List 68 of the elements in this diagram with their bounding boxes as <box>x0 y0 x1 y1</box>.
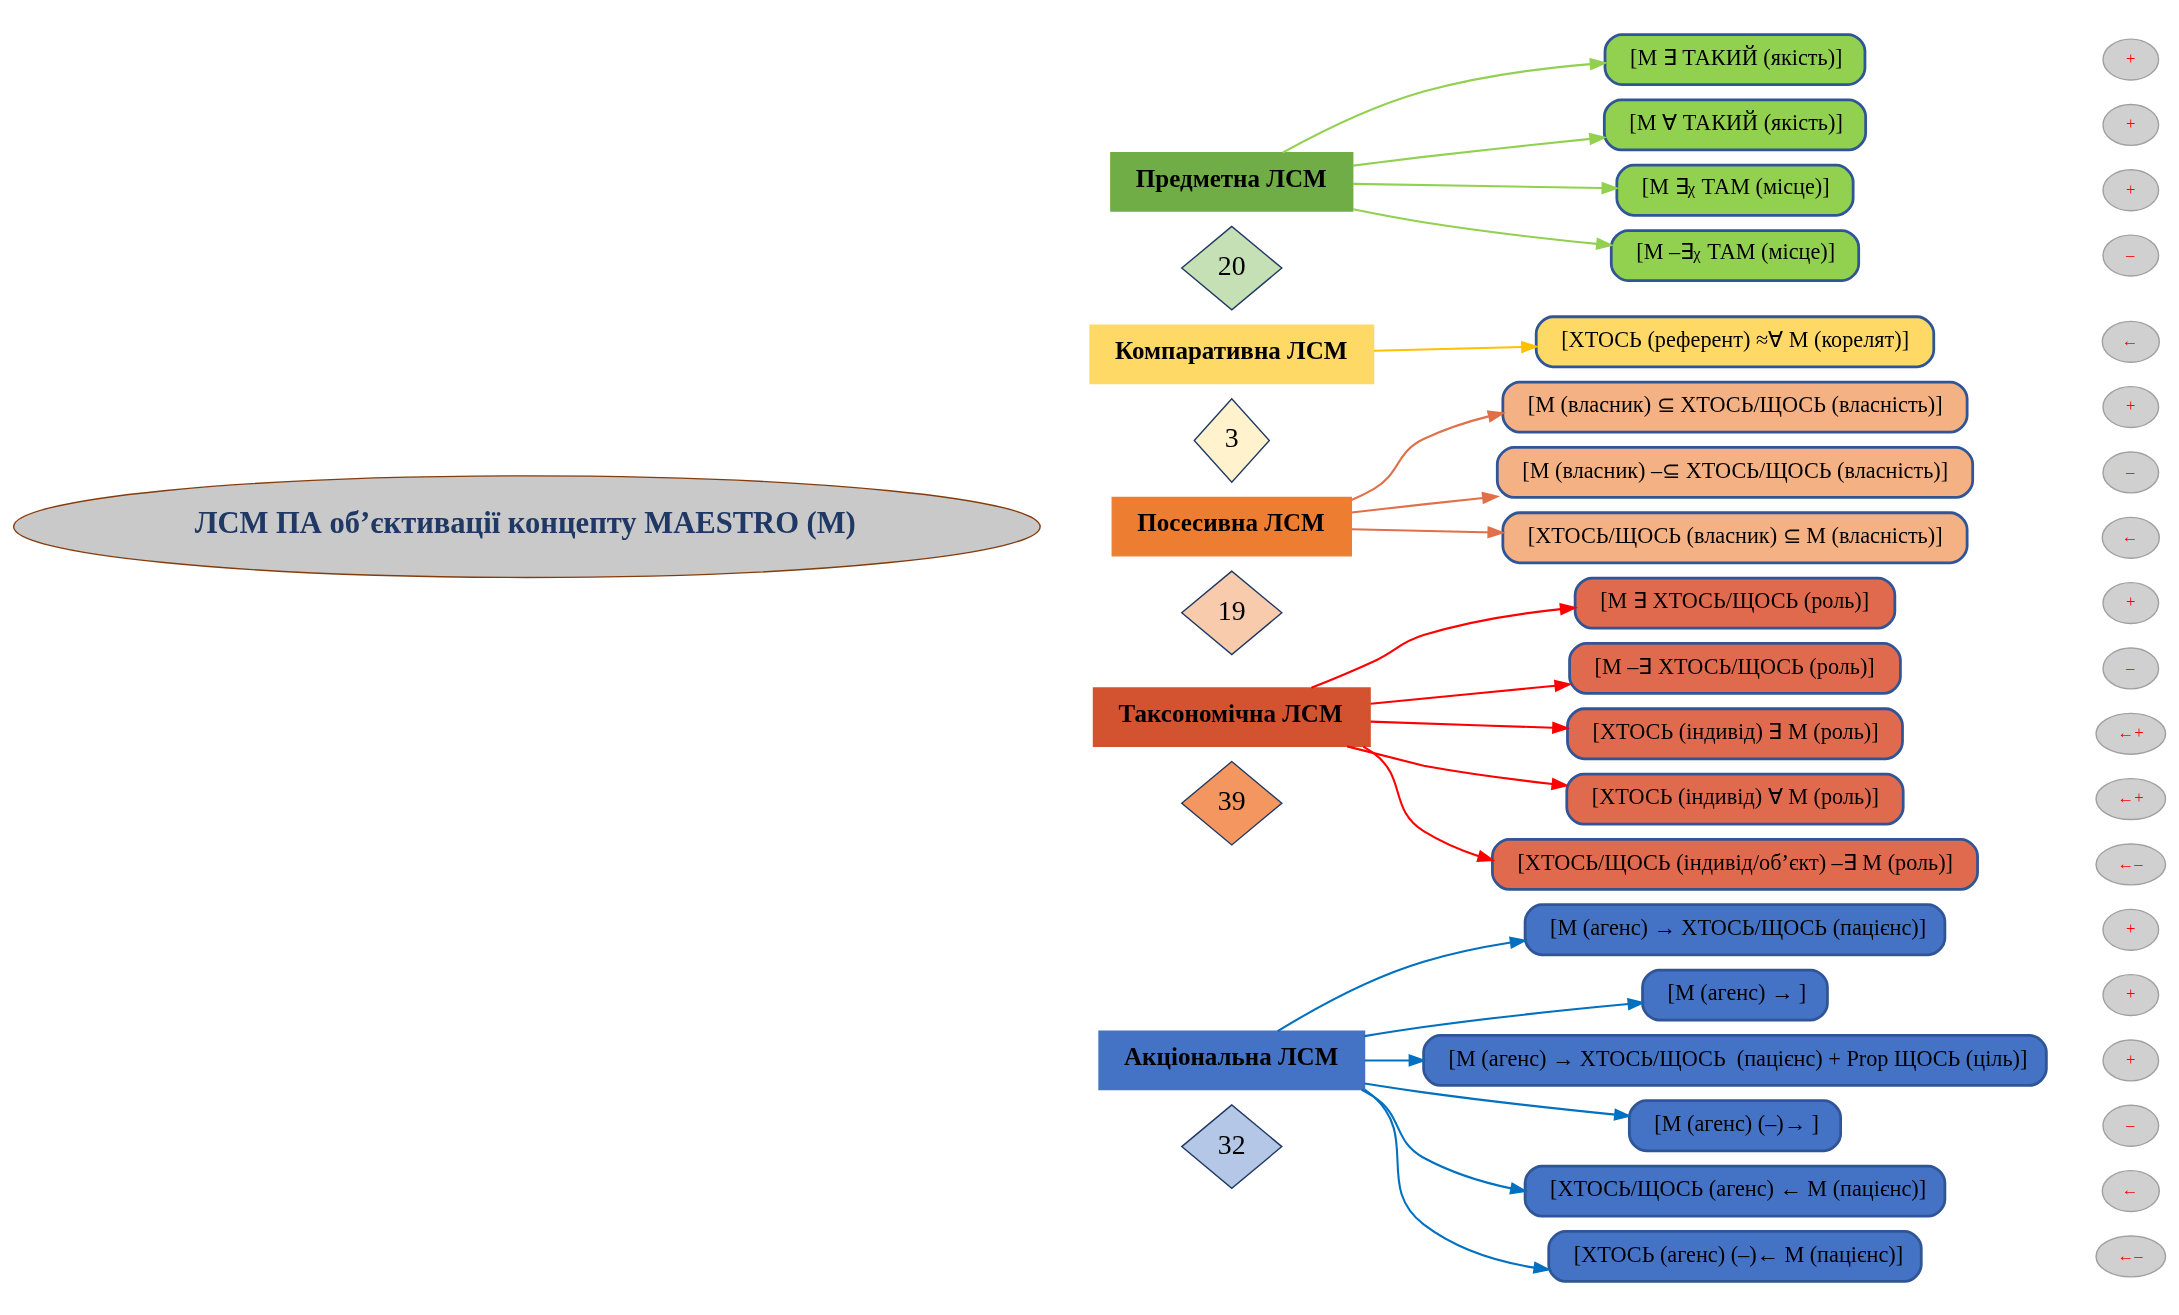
arrow <box>1364 1053 1427 1067</box>
node-box: [ХТОСЬ (індивід) ∃ M (роль)] <box>1566 706 1904 760</box>
node-ellipse: – <box>2102 1104 2160 1147</box>
node-ellipse: ←+ <box>2095 712 2167 755</box>
node-box: [ХТОСЬ (індивід) ∀ M (роль)] <box>1565 772 1905 825</box>
node-ellipse: – <box>2102 233 2160 277</box>
node-ellipse: ← <box>2101 1169 2160 1212</box>
node-box: [ХТОСЬ/ЩОСЬ (агенс) ← M (пацієнс)] <box>1523 1164 1947 1217</box>
node-ellipse: + <box>2102 168 2160 211</box>
arrow <box>1351 491 1501 514</box>
arrow <box>1346 744 1570 790</box>
node-box: [ХТОСЬ/ЩОСЬ (власник) ⊆ M (власність)] <box>1501 510 1969 564</box>
node-box: [ХТОСЬ/ЩОСЬ (індивід/об’єкт) –∃ M (роль)] <box>1491 837 1979 891</box>
node-box: [M (агенс) (–)→ ] <box>1627 1098 1843 1152</box>
node-ellipse: + <box>2102 1038 2160 1082</box>
node-ellipse: + <box>2102 103 2160 146</box>
node-box: [M –∃ ХТОСЬ/ЩОСЬ (роль)] <box>1568 641 1902 695</box>
node-box: Акціональна ЛСМ <box>1098 1030 1366 1090</box>
node-diamond: 32 <box>1180 1103 1283 1189</box>
node-box: [M ∃ ТАКИЙ (якість)] <box>1603 32 1867 86</box>
node-box: [M ∃χ ТАМ (місце)] <box>1615 163 1855 217</box>
arrow <box>1361 1088 1529 1194</box>
arrow <box>1353 181 1620 194</box>
node-box: [M (агенс) → ] <box>1641 968 1829 1021</box>
arrow <box>1364 997 1646 1037</box>
node-box: [M (агенс) → ХТОСЬ/ЩОСЬ (пацієнс) + Prop ЩОСЬ (ціль)] <box>1422 1033 2048 1087</box>
node-box: [ХТОСЬ (агенс) (–)← M (пацієнс)] <box>1547 1229 1923 1283</box>
arrow <box>1311 602 1578 689</box>
node-diamond: 20 <box>1180 225 1283 311</box>
arrow <box>1370 679 1573 705</box>
arrow <box>1364 1088 1552 1274</box>
arrow <box>1362 745 1496 862</box>
node-box: [M –∃χ ТАМ (місце)] <box>1609 228 1861 282</box>
node-ellipse: + <box>2102 581 2160 624</box>
node-diamond: 19 <box>1180 569 1283 655</box>
node-box: Предметна ЛСМ <box>1110 151 1354 212</box>
node-box: [ХТОСЬ (референт) ≈∀ M (корелят)] <box>1534 314 1936 368</box>
node-box: [M (власник) ⊆ ХТОСЬ/ЩОСЬ (власність)] <box>1501 380 1969 433</box>
node-ellipse: + <box>2102 385 2160 428</box>
node-box: Таксономічна ЛСМ <box>1092 686 1371 747</box>
node-ellipse: ← <box>2101 320 2160 363</box>
node-ellipse: – <box>2102 450 2160 494</box>
node-box: Посесивна ЛСМ <box>1111 496 1353 557</box>
node-ellipse: ← <box>2101 516 2160 559</box>
arrow <box>1277 935 1528 1032</box>
node-ellipse: + <box>2102 37 2160 81</box>
arrow <box>1353 207 1615 250</box>
arrow <box>1373 340 1540 353</box>
node-diamond: 3 <box>1193 397 1271 483</box>
node-box: Компаративна ЛСМ <box>1089 323 1375 384</box>
node-ellipse: ЛСМ ПА об’єктивації концепту MAESTRO (M) <box>12 474 1041 578</box>
arrow <box>1351 525 1506 539</box>
node-ellipse: ←– <box>2095 1234 2167 1278</box>
node-box: [M (власник) –⊆ ХТОСЬ/ЩОСЬ (власність)] <box>1495 445 1975 499</box>
arrow <box>1352 132 1608 167</box>
node-ellipse: ←+ <box>2095 777 2167 820</box>
arrow <box>1351 409 1506 501</box>
node-box: [M ∀ ТАКИЙ (якість)] <box>1602 98 1868 151</box>
node-ellipse: + <box>2102 908 2160 951</box>
arrow <box>1370 720 1571 734</box>
node-ellipse: – <box>2102 646 2160 690</box>
node-ellipse: + <box>2102 973 2160 1016</box>
arrow <box>1282 57 1608 154</box>
node-box: [M ∃ ХТОСЬ/ЩОСЬ (роль)] <box>1573 576 1897 629</box>
node-box: [M (агенс) → ХТОСЬ/ЩОСЬ (пацієнс)] <box>1523 902 1947 956</box>
node-diamond: 39 <box>1180 760 1283 846</box>
node-ellipse: ←– <box>2095 842 2167 886</box>
arrow <box>1364 1082 1633 1121</box>
